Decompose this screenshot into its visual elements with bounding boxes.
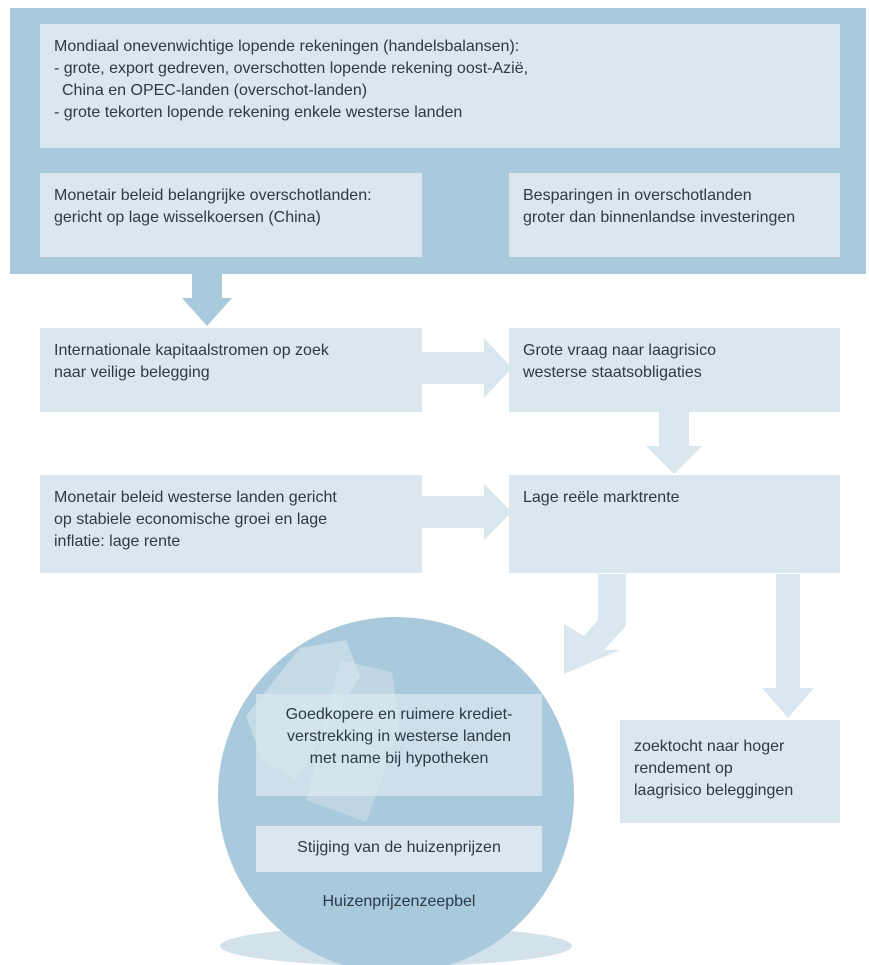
credit-line-3: met name bij hypotheken xyxy=(309,750,489,767)
western-policy-line-1: Monetair beleid westerse landen gericht xyxy=(54,489,337,506)
arrow-down-yield-icon xyxy=(762,574,814,718)
yield-search-box: zoektocht naar hoger rendement op laagri… xyxy=(620,720,840,823)
imbalance-line-1: Mondiaal onevenwichtige lopende rekening… xyxy=(54,38,520,55)
bond-demand-line-1: Grote vraag naar laagrisico xyxy=(523,342,716,359)
arrow-diagonal-bubble-icon xyxy=(564,574,626,674)
surplus-monetary-policy-box: Monetair beleid belangrijke overschotlan… xyxy=(40,173,422,257)
savings-line-2: groter dan binnenlandse investeringen xyxy=(523,209,796,226)
price-rise-text: Stijging van de huizenprijzen xyxy=(297,839,501,856)
credit-line-1: Goedkopere en ruimere krediet- xyxy=(285,706,513,723)
western-policy-line-2: op stabiele economische groei en lage xyxy=(54,511,328,528)
capital-flows-line-2: naar veilige belegging xyxy=(54,364,210,381)
cheaper-credit-box: Goedkopere en ruimere krediet- verstrekk… xyxy=(256,694,542,796)
arrow-down-panel-icon xyxy=(182,274,232,326)
credit-line-2: verstrekking in westerse landen xyxy=(286,728,512,745)
savings-box: Besparingen in overschotlanden groter da… xyxy=(509,173,840,257)
bond-demand-box: Grote vraag naar laagrisico westerse sta… xyxy=(509,328,840,412)
arrow-right-capital-icon xyxy=(422,338,512,398)
capital-flows-line-1: Internationale kapitaalstromen op zoek xyxy=(54,342,329,359)
imbalance-line-3: China en OPEC-landen (overschot-landen) xyxy=(62,82,368,99)
imbalance-line-2: - grote, export gedreven, overschotten l… xyxy=(54,60,529,77)
western-monetary-policy-box: Monetair beleid westerse landen gericht … xyxy=(40,475,422,573)
current-account-imbalance-box: Mondiaal onevenwichtige lopende rekening… xyxy=(40,24,840,148)
yield-search-line-2: rendement op xyxy=(634,760,733,777)
arrow-right-monetary-icon xyxy=(422,484,512,540)
bond-demand-line-2: westerse staatsobligaties xyxy=(523,364,702,381)
surplus-policy-line-2: gericht op lage wisselkoersen (China) xyxy=(54,209,321,226)
yield-search-line-3: laagrisico beleggingen xyxy=(634,782,794,799)
low-rate-line-1: Lage reële marktrente xyxy=(523,489,680,506)
bubble-label: Huizenprijzenzeepbel xyxy=(322,893,476,910)
house-price-rise-box: Stijging van de huizenprijzen xyxy=(256,826,542,872)
yield-search-line-1: zoektocht naar hoger xyxy=(634,738,785,755)
low-real-rate-box: Lage reële marktrente xyxy=(509,475,840,573)
imbalance-line-4: - grote tekorten lopende rekening enkele… xyxy=(54,104,463,121)
surplus-policy-line-1: Monetair beleid belangrijke overschotlan… xyxy=(54,187,372,204)
savings-line-1: Besparingen in overschotlanden xyxy=(523,187,752,204)
arrow-down-bonds-icon xyxy=(646,412,702,474)
western-policy-line-3: inflatie: lage rente xyxy=(54,533,181,550)
capital-flows-box: Internationale kapitaalstromen op zoek n… xyxy=(40,328,422,412)
